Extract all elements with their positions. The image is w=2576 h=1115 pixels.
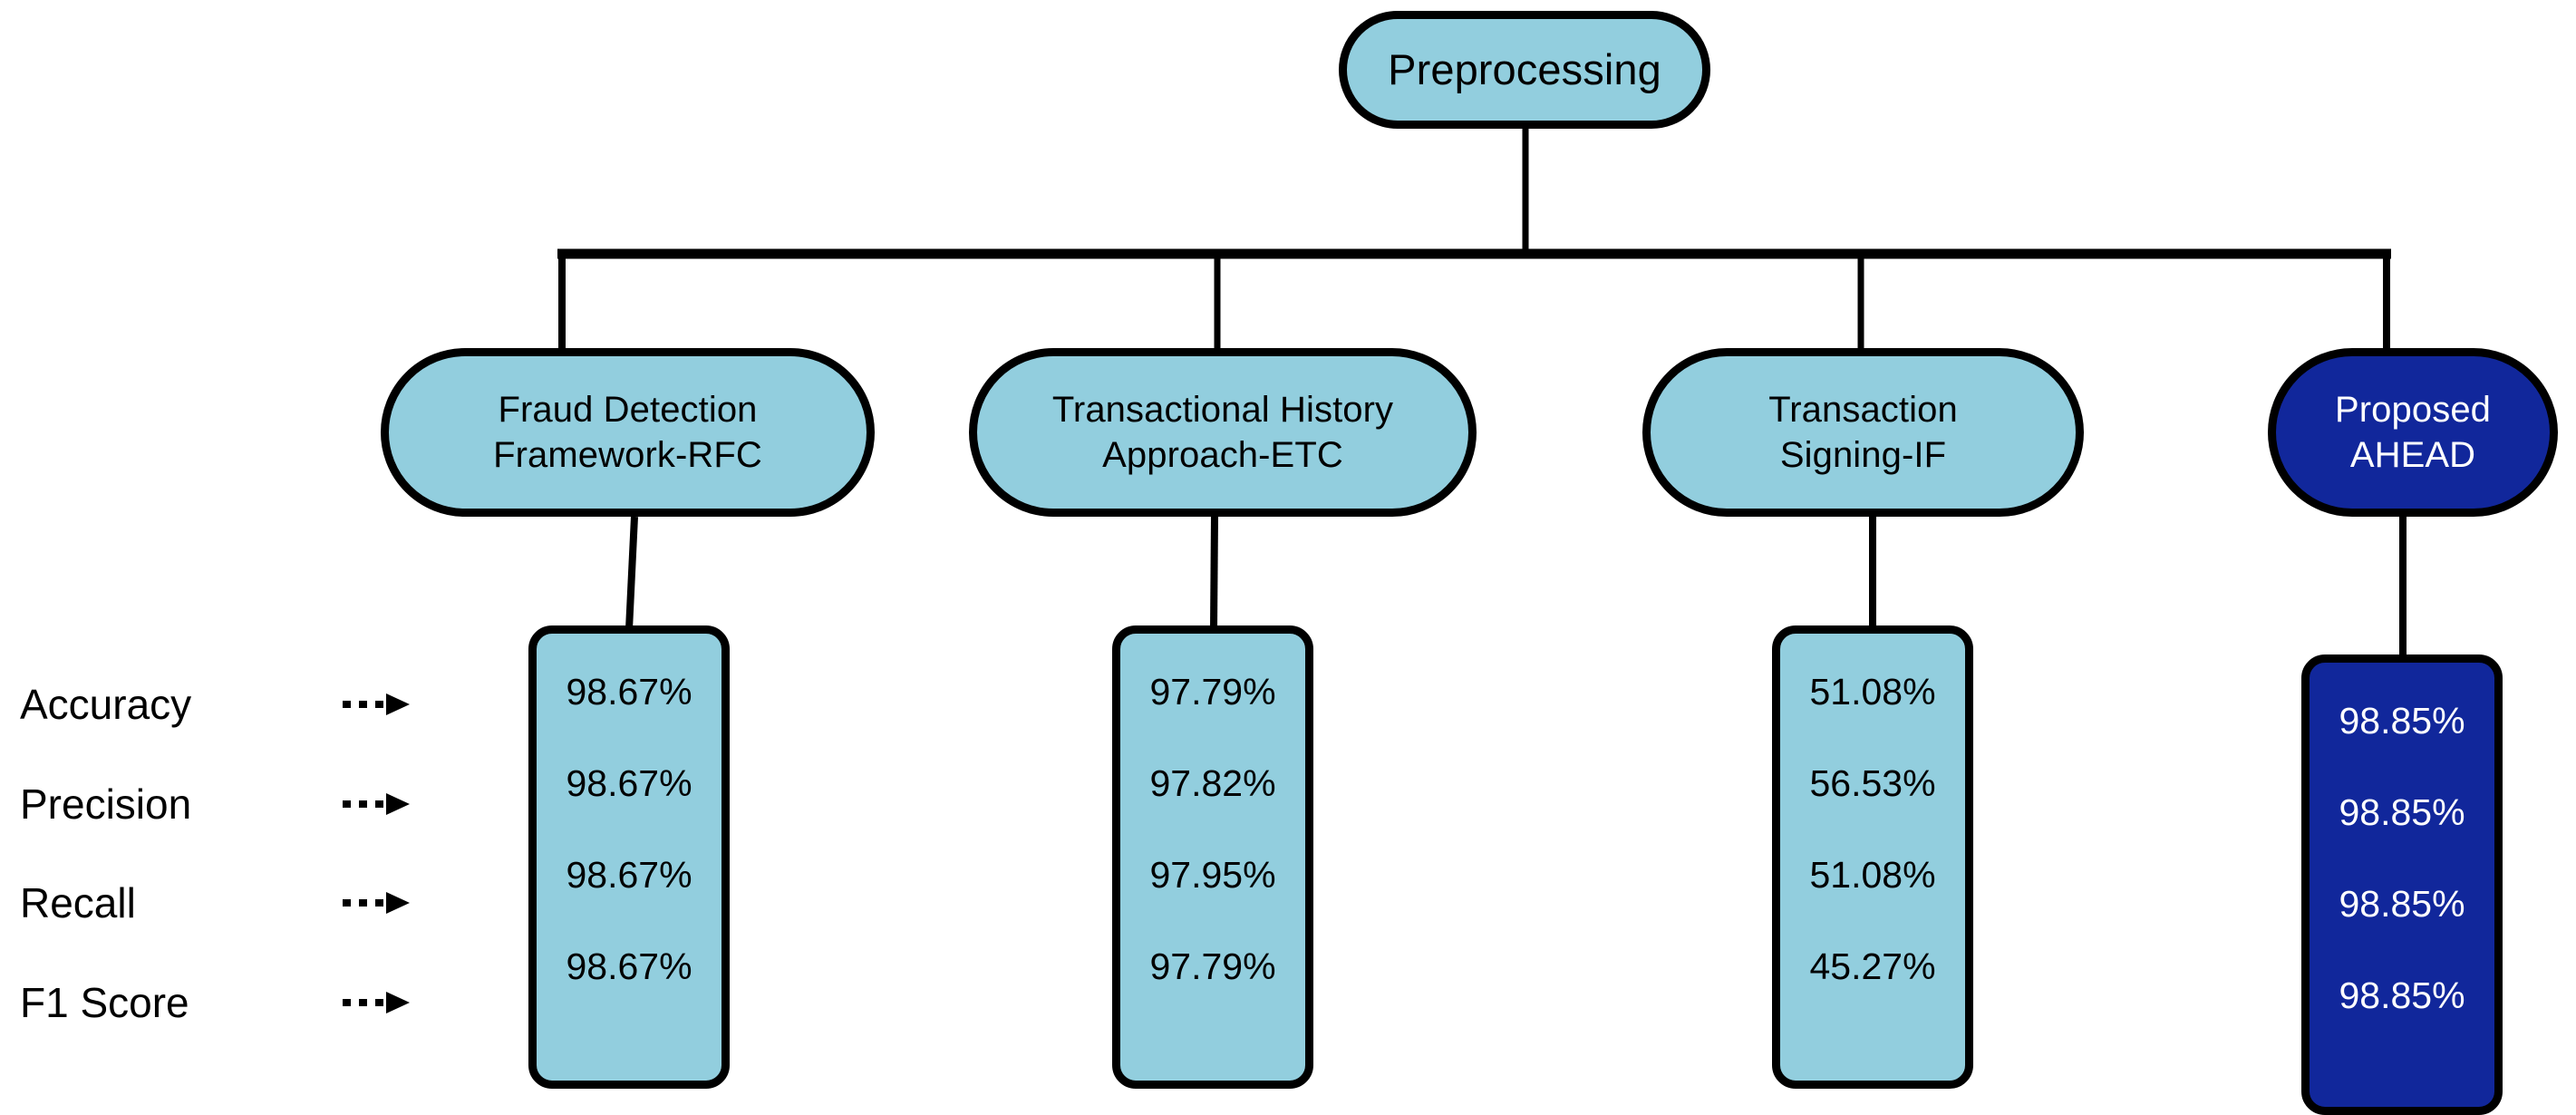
connector-stem-0 bbox=[625, 516, 638, 630]
metric-value: 97.79% bbox=[1149, 671, 1276, 713]
metric-column-fraud-detection-framework-rfc: 98.67% 98.67% 98.67% 98.67% bbox=[528, 625, 730, 1089]
dotted-arrow-icon bbox=[341, 691, 413, 718]
metric-value: 98.67% bbox=[566, 945, 692, 987]
root-node-preprocessing[interactable]: Preprocessing bbox=[1339, 11, 1710, 129]
stage-node-transactional-history-approach-etc[interactable]: Transactional History Approach-ETC bbox=[969, 348, 1477, 517]
metric-legend-label: Recall bbox=[20, 879, 136, 926]
stage-node-label: Transactional History Approach-ETC bbox=[1051, 389, 1394, 475]
metric-value: 97.95% bbox=[1149, 854, 1276, 896]
metric-value: 56.53% bbox=[1809, 762, 1936, 804]
metric-legend-row-accuracy: Accuracy bbox=[20, 677, 482, 732]
metric-value: 97.82% bbox=[1149, 762, 1276, 804]
metric-column-proposed-ahead: 98.85% 98.85% 98.85% 98.85% bbox=[2301, 654, 2503, 1115]
metric-column-transaction-signing-if: 51.08% 56.53% 51.08% 45.27% bbox=[1772, 625, 1973, 1089]
metric-value: 98.67% bbox=[566, 762, 692, 804]
metric-value: 98.85% bbox=[2339, 791, 2465, 833]
metric-legend-label: Precision bbox=[20, 780, 192, 828]
metric-column-transactional-history-approach-etc: 97.79% 97.82% 97.95% 97.79% bbox=[1112, 625, 1313, 1089]
metric-legend-row-f1-score: F1 Score bbox=[20, 975, 482, 1030]
metric-value: 51.08% bbox=[1809, 671, 1936, 713]
metric-value: 51.08% bbox=[1809, 854, 1936, 896]
root-node-label: Preprocessing bbox=[1388, 45, 1661, 94]
stage-node-label: Fraud Detection Framework-RFC bbox=[493, 389, 762, 475]
metric-legend-row-recall: Recall bbox=[20, 876, 482, 930]
stage-node-label: Transaction Signing-IF bbox=[1768, 389, 1958, 475]
stage-node-label: Proposed AHEAD bbox=[2334, 389, 2492, 475]
connector-stem-1 bbox=[1210, 516, 1218, 630]
metric-legend-label: F1 Score bbox=[20, 979, 189, 1026]
metric-value: 97.79% bbox=[1149, 945, 1276, 987]
dotted-arrow-icon bbox=[341, 790, 413, 818]
metric-value: 98.85% bbox=[2339, 700, 2465, 742]
metric-value: 98.85% bbox=[2339, 883, 2465, 925]
metric-legend-label: Accuracy bbox=[20, 681, 192, 728]
metric-value: 98.85% bbox=[2339, 974, 2465, 1016]
metric-value: 98.67% bbox=[566, 854, 692, 896]
metric-value: 45.27% bbox=[1809, 945, 1936, 987]
stage-node-fraud-detection-framework-rfc[interactable]: Fraud Detection Framework-RFC bbox=[381, 348, 875, 517]
dotted-arrow-icon bbox=[341, 889, 413, 916]
metric-value: 98.67% bbox=[566, 671, 692, 713]
stage-node-transaction-signing-if[interactable]: Transaction Signing-IF bbox=[1642, 348, 2084, 517]
stage-node-proposed-ahead[interactable]: Proposed AHEAD bbox=[2268, 348, 2558, 517]
metric-legend-row-precision: Precision bbox=[20, 777, 482, 831]
dotted-arrow-icon bbox=[341, 989, 413, 1016]
